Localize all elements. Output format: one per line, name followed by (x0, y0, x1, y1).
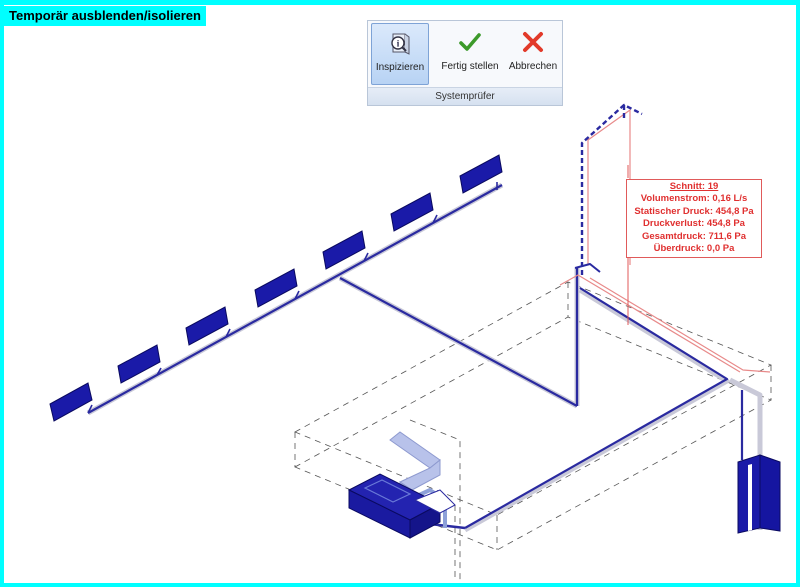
system-inspector-panel: i Inspizieren Fertig stellen Abbrechen S… (367, 20, 563, 106)
radiator (322, 230, 366, 270)
source-unit[interactable] (347, 431, 456, 539)
radiator (185, 306, 229, 346)
section-info-tag: Schnitt: 19 Volumenstrom: 0,16 L/s Stati… (626, 179, 762, 258)
overpressure: Überdruck: 0,0 Pa (653, 243, 735, 255)
cancel-button[interactable]: Abbrechen (504, 23, 562, 85)
static-pressure: Statischer Druck: 454,8 Pa (634, 205, 754, 217)
radiators[interactable] (49, 154, 503, 422)
ribbon-group-label: Systemprüfer (368, 87, 562, 105)
cancel-x-icon (523, 32, 543, 52)
inspect-button[interactable]: i Inspizieren (371, 23, 429, 85)
radiator (49, 382, 93, 422)
finish-button[interactable]: Fertig stellen (436, 23, 504, 85)
svg-text:i: i (397, 39, 400, 49)
radiator (254, 268, 298, 308)
inspect-icon: i (391, 33, 410, 55)
radiator (117, 344, 161, 384)
flow-rate: Volumenstrom: 0,16 L/s (640, 193, 748, 205)
isolation-mode-banner: Temporär ausblenden/isolieren (4, 6, 206, 26)
radiator (459, 154, 503, 194)
section-title: Schnitt: 19 (669, 181, 719, 192)
inspect-label: Inspizieren (375, 62, 425, 73)
total-pressure: Gesamtdruck: 711,6 Pa (641, 230, 747, 242)
finish-label: Fertig stellen (441, 61, 499, 72)
tall-radiator[interactable] (737, 454, 781, 534)
cancel-label: Abbrechen (508, 61, 558, 72)
hidden-geometry-outline (294, 281, 772, 580)
checkmark-icon (459, 33, 481, 51)
pressure-loss: Druckverlust: 454,8 Pa (643, 218, 745, 230)
radiator (390, 192, 434, 232)
